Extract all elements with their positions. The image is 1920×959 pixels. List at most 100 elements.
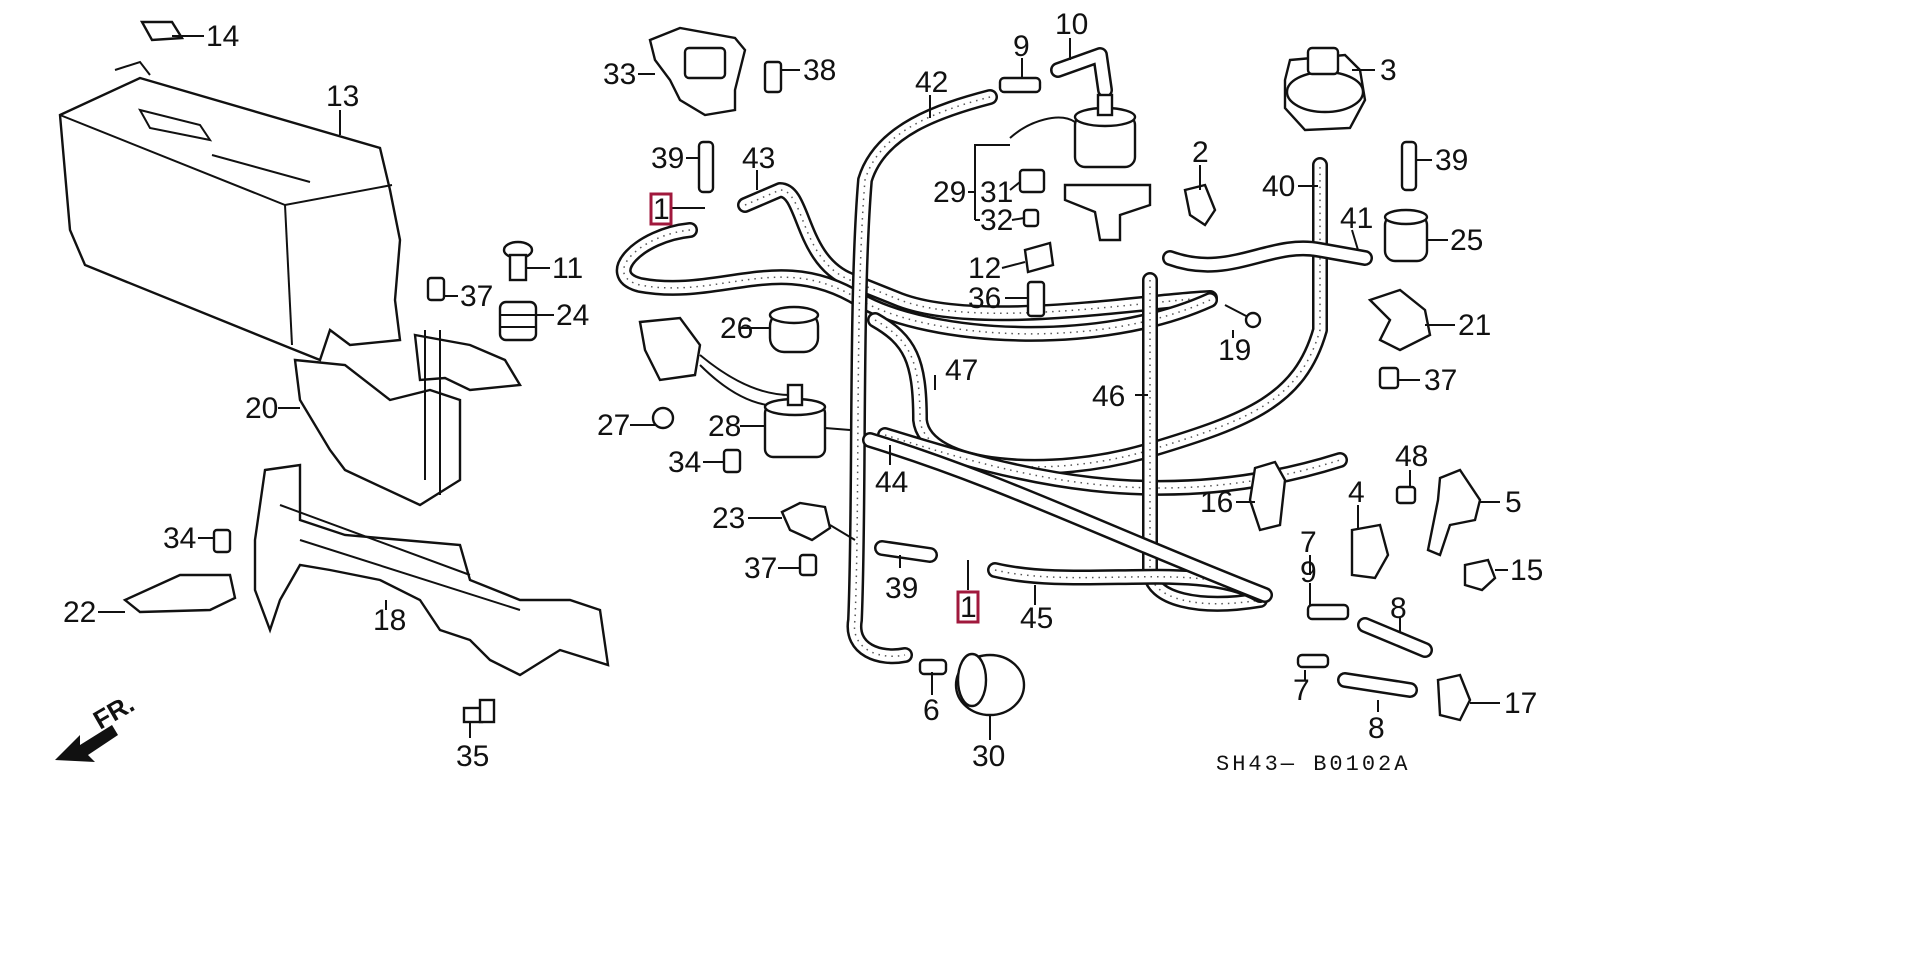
part-9-connector-top [998, 76, 1042, 94]
callout-29: 29 [933, 176, 966, 209]
part-28-solenoid [763, 383, 851, 459]
part-25-filter [1383, 208, 1429, 263]
leader-lines [98, 35, 1508, 740]
part-36-bolt [1026, 280, 1046, 318]
part-11-bolt [502, 240, 534, 282]
front-direction-indicator: FR. [55, 688, 139, 762]
callout-4: 4 [1348, 476, 1365, 509]
callout-37-c: 37 [1424, 364, 1457, 397]
part-38-bolt [763, 60, 783, 94]
callout-34-a: 34 [163, 522, 196, 555]
part-21-bracket [1367, 288, 1432, 352]
part-23-sensor [780, 501, 856, 542]
callout-34-b: 34 [668, 446, 701, 479]
part-26-silencer [768, 305, 820, 354]
drawing-code: SH43— B0102A [1216, 752, 1410, 777]
part-37-bolt-right [1378, 366, 1400, 390]
part-34-bolt-center [722, 448, 742, 474]
callout-2: 2 [1192, 136, 1209, 169]
callout-7-a: 7 [1300, 526, 1317, 559]
callout-14: 14 [206, 20, 239, 53]
callout-12: 12 [968, 252, 1001, 285]
part-16-clip [1248, 460, 1287, 532]
callout-46: 46 [1092, 380, 1125, 413]
callout-5: 5 [1505, 486, 1522, 519]
callout-39-a: 39 [651, 142, 684, 175]
callout-31: 31 [980, 176, 1013, 209]
callout-30: 30 [972, 740, 1005, 773]
callout-40: 40 [1262, 170, 1295, 203]
front-label: FR. [88, 688, 139, 735]
part-33-map-sensor [648, 26, 747, 117]
callout-9-b: 9 [1300, 556, 1317, 589]
callout-22: 22 [63, 596, 96, 629]
callout-3: 3 [1380, 54, 1397, 87]
callout-11: 11 [552, 252, 583, 285]
callout-42: 42 [915, 66, 948, 99]
callout-28: 28 [708, 410, 741, 443]
part-29-valve [1009, 93, 1152, 242]
part-30-silencer [954, 652, 1026, 717]
callout-44: 44 [875, 466, 908, 499]
part-37-bolt-upper [426, 276, 446, 302]
callout-26: 26 [720, 312, 753, 345]
callout-33: 33 [603, 58, 636, 91]
callout-1-a-box [649, 192, 673, 226]
callout-16: 16 [1200, 486, 1233, 519]
part-37-bolt-center [798, 553, 818, 577]
hose-network [615, 47, 1433, 698]
callout-18: 18 [373, 604, 406, 637]
part-20-bracket [293, 330, 523, 507]
part-35-sensor [462, 698, 496, 724]
part-12-clip [1023, 241, 1055, 274]
callout-17: 17 [1504, 687, 1537, 720]
part-2-clip [1183, 183, 1217, 227]
callout-10: 10 [1055, 8, 1088, 41]
callout-20: 20 [245, 392, 278, 425]
front-arrow-icon [55, 725, 118, 762]
part-18-bracket [253, 463, 610, 677]
part-34-bolt-left [212, 528, 232, 554]
part-9-connector-lower [1306, 603, 1350, 621]
part-48-bolt [1395, 485, 1417, 505]
part-5-bracket [1426, 468, 1482, 557]
callout-39-c: 39 [1435, 144, 1468, 177]
callout-1-b-box [956, 590, 980, 624]
callout-8-a: 8 [1390, 592, 1407, 625]
part-14-plate [139, 20, 185, 42]
part-15-clip [1463, 558, 1497, 592]
callout-37-b: 37 [744, 552, 777, 585]
part-7-connector [1296, 653, 1330, 669]
part-24-grommet [498, 300, 538, 342]
callout-15: 15 [1510, 554, 1543, 587]
callout-25: 25 [1450, 224, 1483, 257]
part-6-connector [918, 658, 948, 676]
callout-21: 21 [1458, 309, 1491, 342]
callout-41: 41 [1340, 202, 1373, 235]
part-32-grommet [1022, 208, 1040, 228]
callout-23: 23 [712, 502, 745, 535]
part-19-bolt [1224, 304, 1262, 329]
callout-39-b: 39 [885, 572, 918, 605]
callout-1-b: 1 [960, 591, 977, 624]
part-3-diaphragm [1283, 46, 1367, 132]
callout-7-b: 7 [1293, 674, 1310, 707]
callout-24: 24 [556, 299, 589, 332]
callout-32: 32 [980, 204, 1013, 237]
callout-9-a: 9 [1013, 30, 1030, 63]
callout-8-b: 8 [1368, 712, 1385, 745]
callout-19: 19 [1218, 334, 1251, 367]
callout-6: 6 [923, 694, 940, 727]
part-13-cover [58, 60, 402, 362]
callout-43: 43 [742, 142, 775, 175]
callout-35: 35 [456, 740, 489, 773]
callout-27: 27 [597, 409, 630, 442]
callout-47: 47 [945, 354, 978, 387]
callout-labels: 14 13 11 37 24 20 18 34 22 35 33 38 39 4… [63, 8, 1543, 773]
part-31-clip [1018, 168, 1046, 194]
part-17-clip [1436, 673, 1472, 722]
callout-37-a: 37 [460, 280, 493, 313]
callout-38: 38 [803, 54, 836, 87]
